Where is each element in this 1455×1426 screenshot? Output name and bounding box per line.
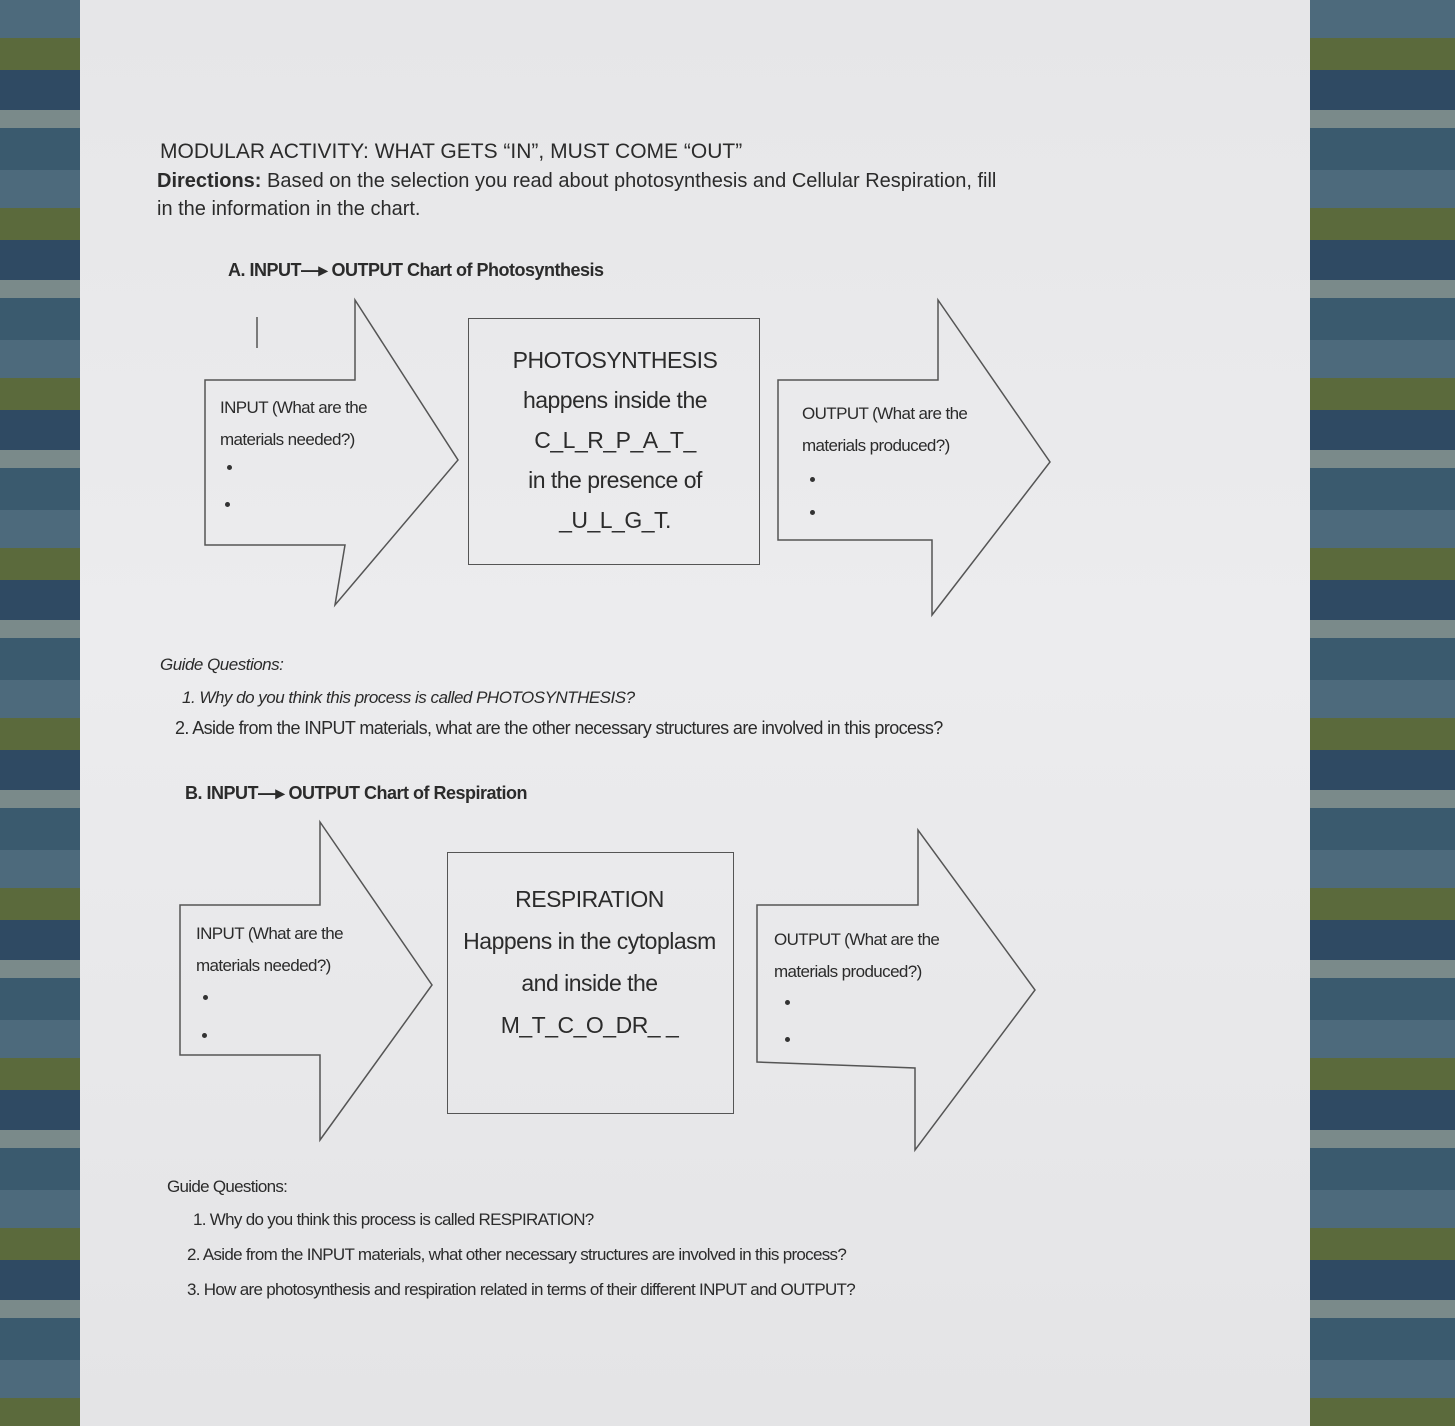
respiration-input-text: INPUT (What are the materials needed?) [196,918,344,982]
output-prompt-line-2: materials produced?) [774,962,922,981]
bullet [785,1037,790,1042]
section-a-heading: A. INPUT—▸ OUTPUT Chart of Photosynthesi… [228,260,604,280]
respiration-center-box [447,852,734,1114]
guide-questions-heading-b: Guide Questions: [167,1177,288,1196]
photosynthesis-input-text: INPUT (What are the materials needed?) [220,392,368,456]
respiration-input-arrow [179,819,433,1143]
input-prompt-line-2: materials needed?) [196,956,331,975]
question-a-2: 2. Aside from the INPUT materials, what … [175,718,943,738]
directions-line-1: Directions: Based on the selection you r… [157,170,996,193]
photosynthesis-blank-1: C_L_R_P_A_T_ [534,427,696,453]
photosynthesis-output-arrow [777,297,1051,618]
bullet [810,510,815,515]
respiration-location-2: and inside the [521,970,658,996]
output-prompt-line-1: OUTPUT (What are the [802,404,968,423]
worksheet-paper [80,0,1310,1426]
respiration-output-arrow [756,827,1036,1153]
photosynthesis-input-arrow [204,297,459,608]
respiration-output-text: OUTPUT (What are the materials produced?… [774,924,940,988]
bullet [225,502,230,507]
directions-label: Directions: [157,170,262,192]
directions-line-2: in the information in the chart. [157,198,421,220]
respiration-label: RESPIRATION [515,886,664,912]
bullet [202,1033,207,1038]
respiration-location: Happens in the cytoplasm [463,928,716,954]
photosynthesis-condition: in the presence of [528,467,702,493]
output-prompt-line-1: OUTPUT (What are the [774,930,940,949]
directions-text-1: Based on the selection you read about ph… [261,170,997,192]
input-prompt-line-1: INPUT (What are the [220,398,368,417]
photosynthesis-center-box [468,318,760,565]
output-prompt-line-2: materials produced?) [802,436,950,455]
photosynthesis-label: PHOTOSYNTHESIS [512,347,718,373]
photosynthesis-center-text: PHOTOSYNTHESIS happens inside the C_L_R_… [470,340,760,540]
question-a-1: 1. Why do you think this process is call… [182,688,635,707]
bullet [785,1000,790,1005]
photosynthesis-blank-2: _U_L_G_T. [559,507,671,533]
page-title: MODULAR ACTIVITY: WHAT GETS “IN”, MUST C… [160,140,743,163]
question-b-3: 3. How are photosynthesis and respiratio… [187,1280,856,1299]
bullet [810,477,815,482]
photosynthesis-output-text: OUTPUT (What are the materials produced?… [802,398,968,462]
section-b-heading: B. INPUT—▸ OUTPUT Chart of Respiration [185,783,528,803]
respiration-blank: M_T_C_O_DR_ _ [500,1012,679,1038]
input-prompt-line-2: materials needed?) [220,430,355,449]
bullet [203,995,208,1000]
bullet [227,465,232,470]
question-b-1: 1. Why do you think this process is call… [193,1210,594,1229]
input-prompt-line-1: INPUT (What are the [196,924,344,943]
photosynthesis-location: happens inside the [522,387,708,413]
respiration-center-text: RESPIRATION Happens in the cytoplasm and… [447,878,732,1046]
question-b-2: 2. Aside from the INPUT materials, what … [187,1245,847,1264]
guide-questions-heading-a: Guide Questions: [160,655,284,674]
